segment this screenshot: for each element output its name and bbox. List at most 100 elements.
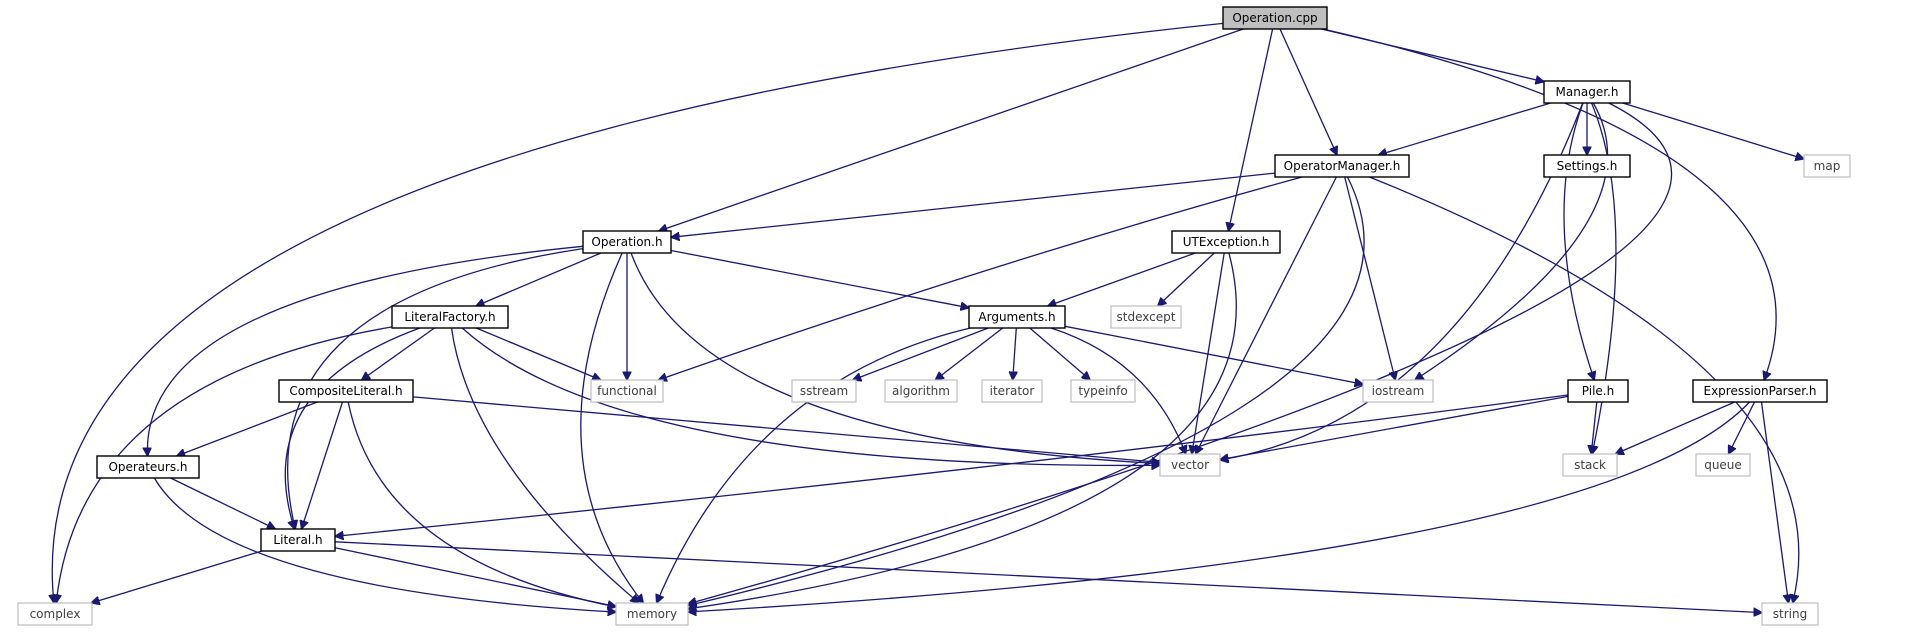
node-box (260, 528, 336, 552)
edge-literalfactory-h-to-complex (56, 326, 393, 603)
node-label: memory (627, 607, 677, 621)
edge-literalfactory-h-to-literal-h (284, 327, 421, 529)
edge-operation-h-to-literalfactory-h (476, 252, 602, 306)
edge-compositeliteral-h-to-literal-h (302, 401, 344, 529)
edge-compositeliteral-h-to-vector (412, 396, 1160, 463)
node-box (278, 379, 414, 403)
node-queue: queue (1695, 453, 1751, 477)
node-string: string (1761, 602, 1819, 626)
node-memory: memory (615, 602, 689, 626)
node-arguments-h[interactable]: Arguments.h (968, 305, 1066, 329)
node-box (1070, 379, 1136, 403)
node-label: queue (1704, 458, 1742, 472)
node-iterator: iterator (981, 379, 1043, 403)
node-label: map (1814, 159, 1841, 173)
node-expressionparser-h[interactable]: ExpressionParser.h (1692, 379, 1828, 403)
edge-utexception-h-to-stdexcept (1158, 252, 1215, 306)
node-operateurs-h[interactable]: Operateurs.h (96, 455, 200, 479)
node-label: UTException.h (1183, 235, 1270, 249)
node-label: OperatorManager.h (1284, 159, 1401, 173)
edges-layer (52, 22, 1804, 612)
node-label: typeinfo (1078, 384, 1127, 398)
edge-manager-h-to-operatormanager-h (1378, 102, 1551, 155)
edge-expressionparser-h-to-queue (1729, 401, 1756, 454)
node-box (1362, 379, 1434, 403)
node-settings-h[interactable]: Settings.h (1543, 154, 1631, 178)
node-typeinfo: typeinfo (1070, 379, 1136, 403)
edge-operation-cpp-to-expressionparser-h (1322, 28, 1777, 380)
edge-operatormanager-h-to-iostream (1344, 176, 1396, 380)
edge-arguments-h-to-algorithm (935, 327, 1004, 380)
node-box (17, 602, 93, 626)
node-label: iterator (990, 384, 1035, 398)
edge-operation-cpp-to-complex (52, 22, 1224, 603)
node-literal-h[interactable]: Literal.h (260, 528, 336, 552)
node-literalfactory-h[interactable]: LiteralFactory.h (391, 305, 509, 329)
node-algorithm: algorithm (884, 379, 958, 403)
edge-operateurs-h-to-literal-h (170, 477, 276, 529)
node-box (968, 305, 1066, 329)
node-operation-h[interactable]: Operation.h (582, 230, 672, 254)
node-label: Arguments.h (978, 310, 1055, 324)
edge-operation-cpp-to-utexception-h (1228, 28, 1274, 231)
edge-operateurs-h-to-memory (153, 477, 616, 612)
node-label: Settings.h (1557, 159, 1618, 173)
node-label: LiteralFactory.h (404, 310, 495, 324)
node-operatormanager-h[interactable]: OperatorManager.h (1274, 154, 1410, 178)
node-label: stdexcept (1117, 310, 1176, 324)
node-box (1761, 602, 1819, 626)
edge-operation-h-to-operateurs-h (147, 245, 584, 456)
node-box (1695, 453, 1751, 477)
edge-manager-h-to-iostream (1415, 102, 1609, 380)
edge-literalfactory-h-to-compositeliteral-h (362, 327, 435, 380)
edge-manager-h-to-memory (688, 102, 1673, 604)
node-map: map (1803, 154, 1851, 178)
edge-operatormanager-h-to-functional (658, 176, 1303, 380)
node-box (1562, 453, 1618, 477)
node-manager-h[interactable]: Manager.h (1543, 80, 1631, 104)
node-compositeliteral-h[interactable]: CompositeLiteral.h (278, 379, 414, 403)
node-label: Operation.h (591, 235, 662, 249)
node-label: vector (1171, 458, 1209, 472)
edge-utexception-h-to-memory (688, 252, 1237, 609)
node-vector: vector (1159, 453, 1221, 477)
node-operation-cpp[interactable]: Operation.cpp (1222, 6, 1328, 30)
edge-operatormanager-h-to-vector (1196, 176, 1337, 454)
node-label: ExpressionParser.h (1703, 384, 1816, 398)
node-label: Operation.cpp (1232, 11, 1317, 25)
edge-expressionparser-h-to-memory (688, 401, 1751, 612)
edge-operatormanager-h-to-memory (688, 176, 1365, 606)
node-label: Literal.h (273, 533, 322, 547)
node-box (1803, 154, 1851, 178)
edge-manager-h-to-vector (1220, 102, 1584, 460)
edge-operation-h-to-literal-h (287, 247, 584, 529)
edge-literalfactory-h-to-memory (450, 327, 640, 603)
edge-utexception-h-to-arguments-h (1048, 252, 1196, 306)
edge-operation-cpp-to-operatormanager-h (1279, 28, 1337, 155)
node-box (791, 379, 857, 403)
node-functional: functional (590, 379, 664, 403)
node-label: sstream (800, 384, 848, 398)
node-label: algorithm (892, 384, 950, 398)
node-box (1567, 379, 1629, 403)
node-label: CompositeLiteral.h (289, 384, 402, 398)
edge-compositeliteral-h-to-memory (347, 401, 616, 607)
edge-compositeliteral-h-to-operateurs-h (177, 401, 318, 456)
node-complex: complex (17, 602, 93, 626)
node-utexception-h[interactable]: UTException.h (1171, 230, 1281, 254)
node-box (615, 602, 689, 626)
node-box (1222, 6, 1328, 30)
node-box (884, 379, 958, 403)
edge-pile-h-to-stack (1591, 401, 1598, 454)
node-pile-h[interactable]: Pile.h (1567, 379, 1629, 403)
node-label: string (1773, 607, 1807, 621)
edge-manager-h-to-map (1622, 102, 1804, 159)
edge-arguments-h-to-sstream (853, 327, 989, 380)
edge-operatormanager-h-to-operation-h (671, 172, 1276, 237)
edge-pile-h-to-literal-h (335, 394, 1569, 536)
edge-arguments-h-to-vector (1050, 327, 1186, 454)
edge-expressionparser-h-to-stack (1615, 401, 1735, 454)
node-label: Manager.h (1556, 85, 1619, 99)
